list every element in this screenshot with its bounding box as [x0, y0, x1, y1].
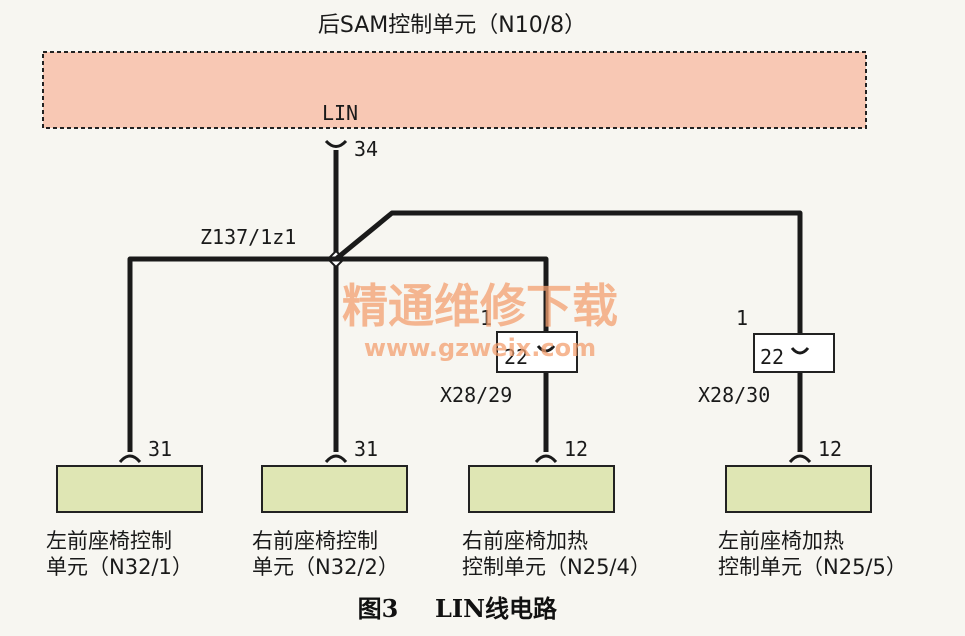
- module-n25-5-name-line2: 控制单元（N25/5）: [718, 555, 907, 579]
- connector-x28-29-socket: [536, 345, 556, 353]
- sam-unit-title: 后SAM控制单元（N10/8）: [318, 13, 586, 38]
- splice-label: Z137/1z1: [200, 225, 296, 249]
- wire-to-x28-29: [336, 256, 549, 336]
- module-n25-4-box: [468, 465, 615, 513]
- sam-pin-number: 34: [354, 137, 378, 161]
- module-n32-2-box: [261, 465, 408, 513]
- connector-x28-29-label: X28/29: [440, 383, 512, 407]
- n32-2-pin: 31: [354, 437, 378, 461]
- figure-caption: LIN线电路: [435, 594, 558, 623]
- module-n25-5-name-line1: 左前座椅加热: [718, 529, 844, 553]
- connector-x28-29-top-pin: 1: [480, 306, 492, 330]
- n25-4-pin-socket: [534, 454, 558, 464]
- watermark-url: www.gzweix.com: [364, 334, 596, 362]
- module-n32-1-name-line1: 左前座椅控制: [46, 529, 172, 553]
- connector-x28-30-pin: 22: [760, 345, 784, 369]
- n32-2-pin-socket: [324, 454, 348, 464]
- connector-x28-30-socket: [790, 347, 810, 355]
- wire-to-x28-30: [334, 210, 803, 346]
- watermark-title: 精通维修下载: [342, 279, 618, 333]
- n25-5-pin: 12: [818, 437, 842, 461]
- n32-1-pin-socket: [118, 454, 142, 464]
- figure-number: 图3: [358, 594, 399, 623]
- n32-1-pin: 31: [148, 437, 172, 461]
- sam-unit-box: [42, 51, 867, 129]
- module-n32-2-name-line2: 单元（N32/2）: [252, 555, 399, 579]
- connector-x28-29-pin: 22: [504, 345, 528, 369]
- sam-pin-34-socket: [324, 139, 348, 148]
- n25-4-pin: 12: [564, 437, 588, 461]
- connector-x28-29: [496, 331, 578, 373]
- connector-x28-30-top-pin: 1: [736, 306, 748, 330]
- sam-lin-pin-label: LIN: [322, 101, 358, 125]
- connector-x28-30-label: X28/30: [698, 383, 770, 407]
- module-n25-4-name-line1: 右前座椅加热: [462, 529, 588, 553]
- n25-5-pin-socket: [788, 454, 812, 464]
- wire-to-n32-1: [127, 256, 336, 452]
- module-n25-5-box: [725, 465, 872, 513]
- module-n32-2-name-line1: 右前座椅控制: [252, 529, 378, 553]
- module-n32-1-box: [56, 465, 203, 513]
- module-n32-1-name-line2: 单元（N32/1）: [46, 555, 193, 579]
- module-n25-4-name-line2: 控制单元（N25/4）: [462, 555, 651, 579]
- connector-x28-30: [753, 333, 835, 373]
